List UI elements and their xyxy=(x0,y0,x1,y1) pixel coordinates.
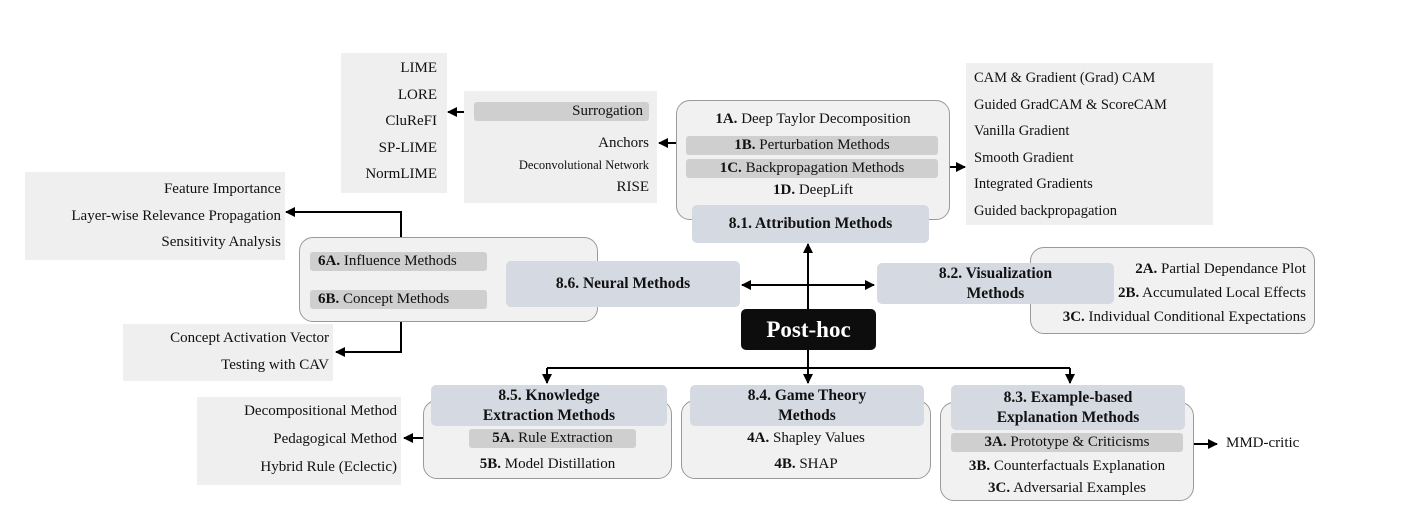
list-item: Concept Activation Vector xyxy=(170,330,329,346)
concept-list: Concept Activation Vector Testing with C… xyxy=(123,324,333,381)
neural-item-6b: 6B. Concept Methods xyxy=(310,290,487,309)
list-item: Vanilla Gradient xyxy=(974,123,1070,139)
example-item-3b: 3B. Counterfactuals Explanation xyxy=(968,458,1166,474)
knowledge-item-5b: 5B. Model Distillation xyxy=(479,456,616,472)
backprop-list: CAM & Gradient (Grad) CAM Guided GradCAM… xyxy=(966,63,1213,225)
list-item: Smooth Gradient xyxy=(974,149,1074,166)
list-item: NormLIME xyxy=(365,166,437,182)
list-item: SP-LIME xyxy=(378,139,437,156)
rule-list: Decompositional Method Pedagogical Metho… xyxy=(197,397,401,485)
list-item: Integrated Gradients xyxy=(974,176,1093,192)
neural-item-6a: 6A. Influence Methods xyxy=(310,252,487,271)
arrow-to-concept-list xyxy=(335,310,402,357)
visualization-box: 2A. Partial Dependance Plot 2B. Accumula… xyxy=(1030,247,1315,334)
list-item: CluReFI xyxy=(385,113,437,129)
attribution-box: 1A. Deep Taylor Decomposition 1B. Pertur… xyxy=(676,100,950,220)
knowledge-header: 8.5. Knowledge Extraction Methods xyxy=(431,385,667,426)
list-item: Anchors xyxy=(598,135,649,151)
arrow-to-influence-list xyxy=(285,207,402,248)
attribution-item-1c: 1C. Backpropagation Methods xyxy=(686,159,938,178)
neural-header: 8.6. Neural Methods xyxy=(506,261,740,307)
influence-list: Feature Importance Layer-wise Relevance … xyxy=(25,172,285,260)
surrogation-pill: Surrogation xyxy=(474,102,649,121)
list-item: RISE xyxy=(616,179,649,195)
list-item: CAM & Gradient (Grad) CAM xyxy=(974,70,1156,86)
mmd-critic-label: MMD-critic xyxy=(1226,435,1300,451)
list-item: Guided backpropagation xyxy=(974,202,1117,219)
knowledge-item-5a: 5A. Rule Extraction xyxy=(469,429,636,448)
surrogation-label: Surrogation xyxy=(572,103,643,119)
list-item: Layer-wise Relevance Propagation xyxy=(71,207,281,224)
list-item: Hybrid Rule (Eclectic) xyxy=(260,459,397,475)
game-theory-header: 8.4. Game Theory Methods xyxy=(690,385,924,426)
list-item: Testing with CAV xyxy=(221,356,329,373)
list-item: Pedagogical Method xyxy=(273,431,397,447)
example-based-header: 8.3. Example-based Explanation Methods xyxy=(951,385,1185,430)
example-item-3c: 3C. Adversarial Examples xyxy=(988,480,1146,496)
list-item: Feature Importance xyxy=(163,181,281,197)
post-hoc-root: Post-hoc xyxy=(741,309,876,350)
attribution-item-1d: 1D. DeepLift xyxy=(773,182,853,198)
attribution-header: 8.1. Attribution Methods xyxy=(692,205,929,243)
list-item: Sensitivity Analysis xyxy=(161,234,281,250)
list-item: LIME xyxy=(400,60,437,76)
list-item: Decompositional Method xyxy=(244,403,397,419)
attribution-item-1a: 1A. Deep Taylor Decomposition xyxy=(715,111,911,127)
visualization-header: 8.2. Visualization Methods xyxy=(877,263,1114,304)
list-item: LORE xyxy=(397,86,437,103)
perturbation-list: Surrogation Anchors Deconvolutional Netw… xyxy=(464,91,657,203)
visualization-item-2a: 2A. Partial Dependance Plot xyxy=(1135,261,1306,277)
game-theory-item-4b: 4B. SHAP xyxy=(774,456,838,472)
list-item: Guided GradCAM & ScoreCAM xyxy=(974,96,1167,113)
list-item: Deconvolutional Network xyxy=(518,158,649,172)
attribution-item-1b: 1B. Perturbation Methods xyxy=(686,136,938,155)
visualization-item-3c: 3C. Individual Conditional Expectations xyxy=(1062,309,1306,325)
game-theory-item-4a: 4A. Shapley Values xyxy=(747,430,865,446)
visualization-item-2b: 2B. Accumulated Local Effects xyxy=(1117,285,1306,301)
surrogation-list: LIME LORE CluReFI SP-LIME NormLIME xyxy=(341,53,447,193)
example-item-3a: 3A. Prototype & Criticisms xyxy=(951,433,1183,452)
